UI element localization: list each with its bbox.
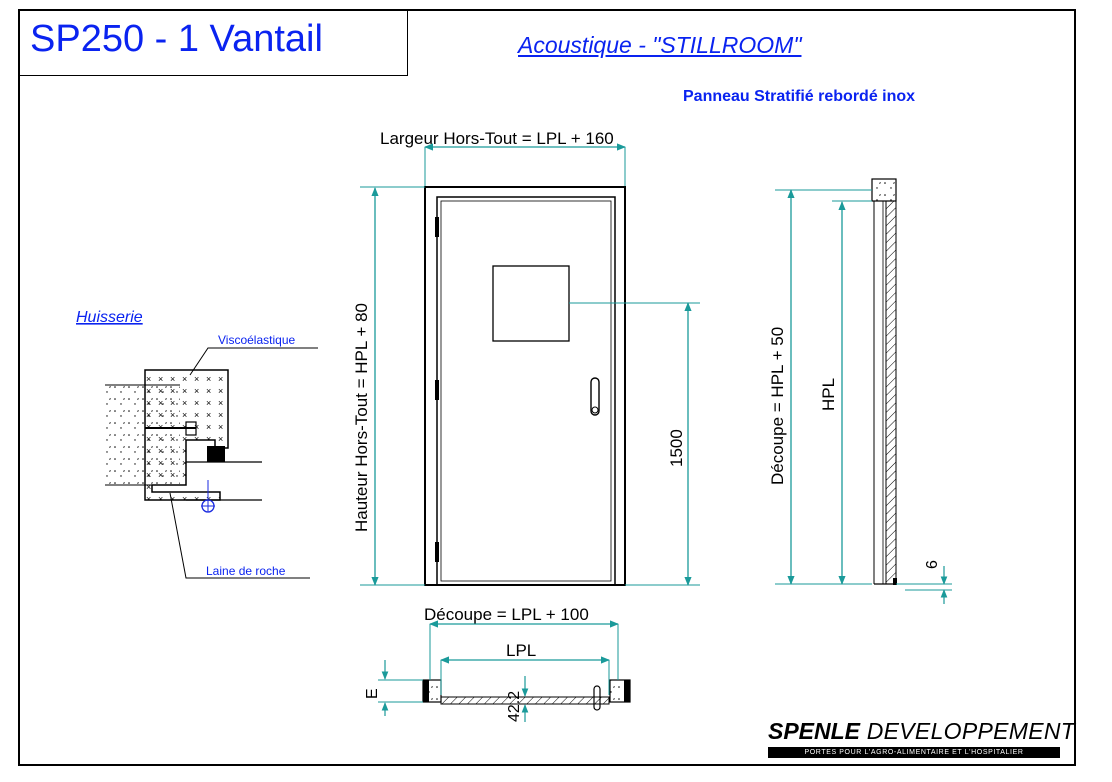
brand-logo: SPENLE DEVELOPPEMENT [768,718,1075,745]
plan-cut-label: Découpe = LPL + 100 [424,605,589,624]
brand-rest: DEVELOPPEMENT [866,718,1076,744]
door-leaf [436,196,616,586]
frame-detail: Huisserie Viscoélastique Laine de roche [76,309,318,579]
side-frame-top [871,178,897,202]
sheet-border [18,9,1076,766]
plan-view: Découpe = LPL + 100 LPL E 42.2 [364,605,631,722]
hinge-middle [435,380,439,400]
frame-detail-title: Huisserie [76,309,143,326]
plan-leaf [440,696,610,705]
title-box [19,10,408,76]
door-window [492,265,570,342]
thickness-label: E [364,688,381,699]
seal-block [207,446,225,462]
door-frame [424,186,626,586]
door-handle [590,377,600,416]
hpl-label: HPL [819,378,838,411]
hinge-top [435,217,439,237]
wool-label: Laine de roche [206,564,286,578]
side-leaf [885,200,897,585]
drawing-title: SP250 - 1 Vantail [30,18,323,60]
front-view: Largeur Hors-Tout = LPL + 160 Hauteur Ho… [352,129,700,586]
window-height-label: 1500 [667,429,686,467]
gap-label: 6 [924,560,941,569]
panel-note: Panneau Stratifié rebordé inox [683,88,916,105]
hinge-bottom [435,542,439,562]
brand-bold: SPENLE [768,718,861,744]
drawing-subtitle: Acoustique - "STILLROOM" [518,32,802,58]
leaf-thickness-label: 42.2 [506,691,523,722]
brand-tagline: PORTES POUR L'AGRO-ALIMENTAIRE ET L'HOSP… [768,747,1060,758]
width-label: Largeur Hors-Tout = LPL + 160 [380,129,614,148]
side-cut-label: Découpe = HPL + 50 [768,327,787,485]
height-label: Hauteur Hors-Tout = HPL + 80 [352,303,371,532]
lpl-label: LPL [506,641,536,660]
visco-label: Viscoélastique [218,333,295,347]
side-view: Découpe = HPL + 50 HPL 6 [768,178,952,604]
